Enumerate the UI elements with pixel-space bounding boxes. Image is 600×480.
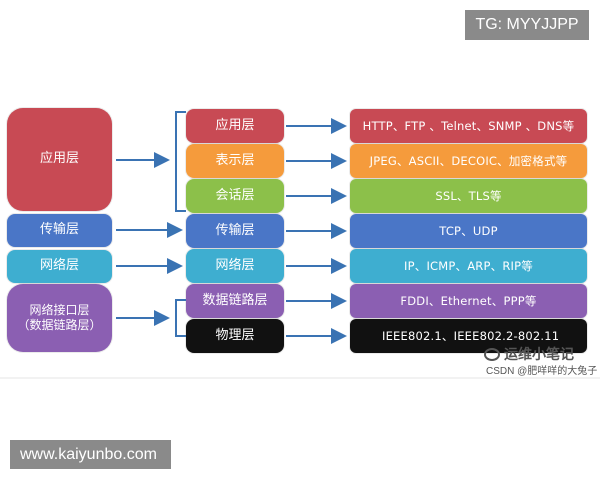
mid-session-layer: 会话层 (186, 179, 284, 213)
left-application-layer: 应用层 (7, 108, 112, 211)
protocols-application: HTTP、FTP 、Telnet、SNMP 、DNS等 (350, 109, 587, 143)
csdn-watermark: CSDN @肥咩咩的大兔子 (486, 366, 598, 377)
mid-network-layer: 网络层 (186, 249, 284, 283)
mid-transport-layer: 传输层 (186, 214, 284, 248)
protocols-presentation: JPEG、ASCII、DECOIC、加密格式等 (350, 144, 587, 178)
protocols-network: IP、ICMP、ARP、RIP等 (350, 249, 587, 283)
mid-physical-layer: 物理层 (186, 319, 284, 353)
protocols-datalink: FDDI、Ethernet、PPP等 (350, 284, 587, 318)
mid-application-layer: 应用层 (186, 109, 284, 143)
tg-badge: TG: MYYJJPP (465, 10, 589, 40)
protocols-physical: IEEE802.1、IEEE802.2-802.11 (350, 319, 587, 353)
wechat-icon (484, 347, 500, 361)
mid-presentation-layer: 表示层 (186, 144, 284, 178)
wechat-watermark: 运维小笔记 (484, 344, 574, 364)
bracket-application (175, 111, 186, 212)
protocols-session: SSL、TLS等 (350, 179, 587, 213)
left-network-interface-layer: 网络接口层 （数据链路层） (7, 284, 112, 352)
left-network-layer: 网络层 (7, 250, 112, 283)
mid-datalink-layer: 数据链路层 (186, 284, 284, 318)
site-url-badge: www.kaiyunbo.com (10, 440, 171, 469)
left-transport-layer: 传输层 (7, 214, 112, 247)
bracket-network-interface (175, 299, 186, 337)
wechat-name: 运维小笔记 (504, 346, 574, 362)
protocols-transport: TCP、UDP (350, 214, 587, 248)
